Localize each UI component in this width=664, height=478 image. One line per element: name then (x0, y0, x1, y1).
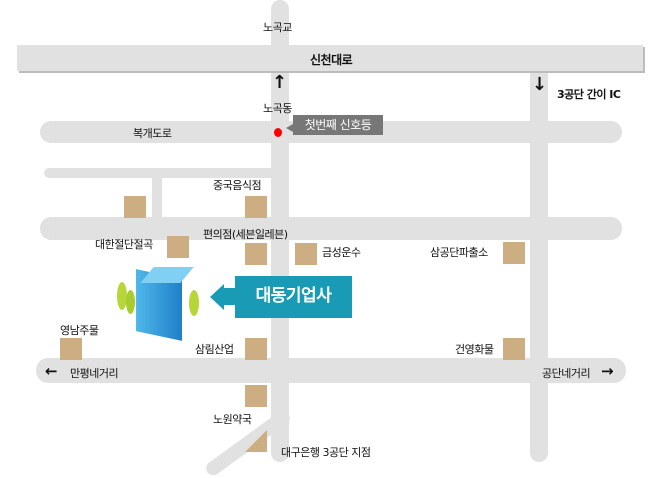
company-pointer-icon (210, 284, 224, 310)
company-name-label: 대동기업사 (235, 276, 352, 318)
label-geumseong: 금성운수 (322, 246, 361, 259)
road-convenience (40, 217, 622, 240)
label-daehan: 대한절단절곡 (95, 238, 153, 251)
company-pointer-stem (224, 288, 236, 305)
label-geonyeong: 건영화물 (455, 343, 494, 356)
road-small-vertical (152, 176, 162, 220)
road-sincheon (17, 45, 643, 71)
arrow-up-icon: ↑ (272, 72, 287, 93)
landmark-convenience-store (245, 243, 267, 265)
landmark-daehan (167, 236, 189, 258)
label-nogokdong: 노곡동 (263, 102, 292, 115)
label-ic: 3공단 간이 IC (557, 88, 621, 101)
arrow-down-icon: ↓ (532, 74, 547, 95)
label-chinese-restaurant: 중국음식점 (213, 179, 262, 192)
label-convenience-store: 편의점(세븐일레븐) (203, 228, 288, 241)
landmark-chinese-restaurant (245, 196, 267, 218)
landmark-yeongnam (60, 338, 82, 360)
label-nowon: 노원약국 (213, 413, 252, 426)
label-nogokgyo: 노곡교 (263, 21, 292, 34)
building-icon (117, 262, 202, 341)
signal-dot (274, 128, 282, 137)
label-gongdan: 공단네거리 (542, 367, 591, 380)
landmark-west (124, 196, 146, 218)
label-manpyeong: 만평네거리 (70, 367, 119, 380)
label-samrim: 삼림산업 (195, 343, 234, 356)
road-manpyeong (36, 358, 626, 383)
landmark-police-box (503, 242, 525, 264)
label-yeongnam: 영남주물 (60, 324, 99, 337)
landmark-geonyeong (503, 338, 525, 360)
arrow-right-icon: → (601, 362, 614, 380)
landmark-nowon (245, 385, 267, 407)
landmark-samrim (245, 338, 267, 360)
road-thin (44, 168, 284, 178)
signal-label: 첫번째 신호등 (293, 115, 383, 135)
signal-pointer (286, 124, 293, 132)
road-label-sincheon: 신천대로 (310, 53, 353, 67)
landmark-daegu-bank (245, 430, 267, 452)
arrow-left-icon: ← (45, 362, 58, 380)
label-daegu-bank: 대구은행 3공단 지점 (281, 446, 371, 459)
landmark-geumseong (295, 243, 317, 265)
label-police-box: 삼공단파출소 (430, 246, 488, 259)
road-label-bokgae: 복개도로 (133, 127, 172, 140)
